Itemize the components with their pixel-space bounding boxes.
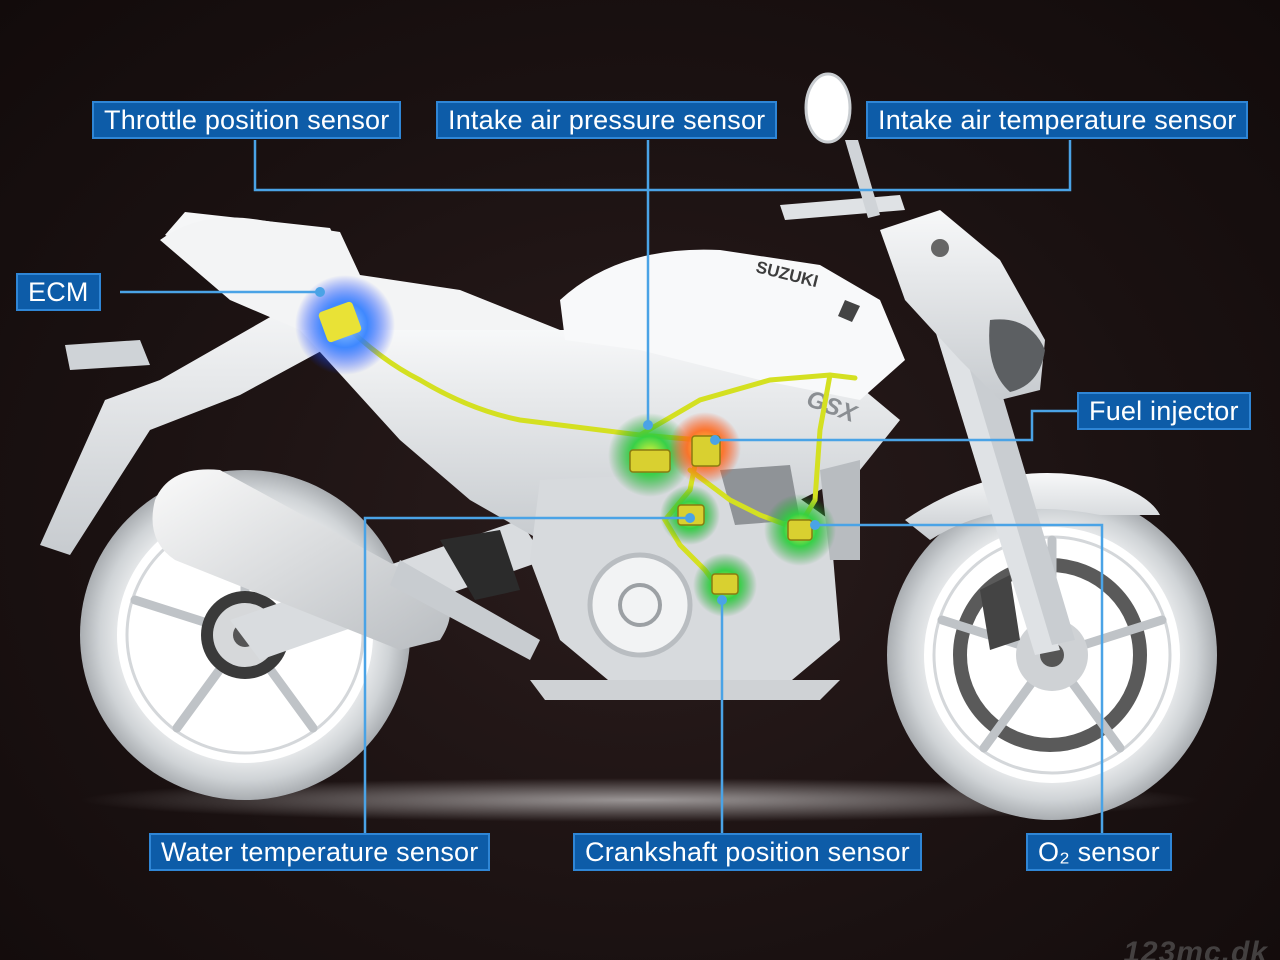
fuel-tank: [560, 249, 905, 400]
watermark: 123mc.dk: [1123, 936, 1268, 960]
front-fork: [935, 320, 1075, 655]
label-text: Intake air pressure sensor: [448, 105, 766, 135]
label-water-temperature-sensor: Water temperature sensor: [149, 833, 491, 871]
label-intake-air-pressure-sensor: Intake air pressure sensor: [436, 101, 778, 139]
engine: [530, 465, 840, 700]
label-text: Throttle position sensor: [104, 105, 390, 135]
footpeg-bracket: [440, 530, 520, 600]
label-throttle-position-sensor: Throttle position sensor: [92, 101, 402, 139]
label-text: Fuel injector: [1089, 396, 1239, 426]
label-text: Crankshaft position sensor: [585, 837, 910, 867]
tail-section: [40, 290, 360, 555]
label-text: Intake air temperature sensor: [878, 105, 1237, 135]
label-fuel-injector: Fuel injector: [1077, 392, 1251, 430]
leader-fuel-injector: [715, 409, 1077, 442]
label-text: Water temperature sensor: [161, 837, 479, 867]
label-crankshaft-position-sensor: Crankshaft position sensor: [573, 833, 922, 871]
leader-o2: [815, 523, 1104, 835]
label-text: ECM: [28, 277, 89, 307]
floor-glow: [80, 778, 1200, 822]
label-text: O₂ sensor: [1038, 837, 1160, 867]
leader-water-temp: [363, 516, 690, 835]
label-ecm: ECM: [16, 273, 101, 311]
handlebar: [780, 72, 905, 220]
exhaust: [152, 469, 450, 650]
leader-throttle: [253, 140, 1072, 192]
label-intake-air-temperature-sensor: Intake air temperature sensor: [866, 101, 1249, 139]
ecm-module: [318, 301, 362, 343]
label-o2-sensor: O₂ sensor: [1026, 833, 1172, 871]
